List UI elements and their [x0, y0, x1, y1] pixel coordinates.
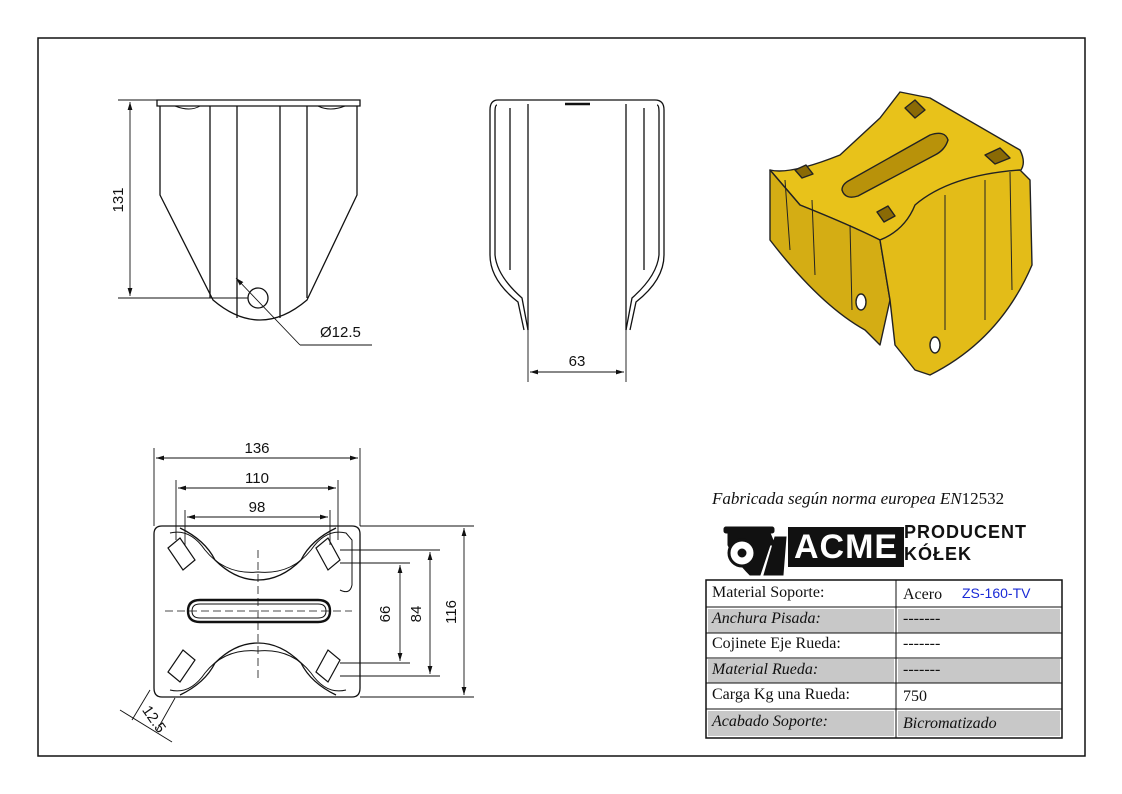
dim-slot-12-5: 12.5 [138, 703, 169, 737]
dim-84: 84 [408, 606, 425, 623]
norm-number: 12532 [961, 489, 1005, 508]
dim-136: 136 [244, 440, 269, 457]
row-label-material-rueda: Material Rueda: [712, 661, 819, 678]
brand-line-1: PRODUCENT [904, 522, 1028, 542]
row-value-cojinete-eje: ------- [903, 635, 941, 652]
row-label-carga-kg: Carga Kg una Rueda: [712, 686, 850, 703]
norm-prefix: Fabricada según norma europea [712, 489, 940, 508]
row-value-material-soporte: Acero [903, 586, 943, 603]
caster-logo-icon [723, 526, 787, 576]
row-value-carga-kg: 750 [903, 688, 927, 705]
brand-line-2: KÓŁEK [904, 544, 972, 564]
brand-logo: ACME [788, 527, 905, 567]
row-value-material-rueda: ------- [903, 661, 941, 678]
dim-width-63: 63 [569, 353, 586, 370]
norm-statement: Fabricada según norma europea EN12532 [712, 489, 1004, 509]
dim-height-131: 131 [110, 187, 127, 212]
norm-en: EN [939, 489, 962, 508]
top-view [119, 448, 474, 743]
title-block [705, 579, 1063, 739]
side-view [118, 99, 372, 346]
dim-110: 110 [245, 470, 269, 487]
row-value-anchura-pisada: ------- [903, 610, 941, 627]
row-label-material-soporte: Material Soporte: [712, 584, 825, 601]
product-code: ZS-160-TV [962, 585, 1031, 601]
dim-66: 66 [377, 606, 394, 623]
row-label-anchura-pisada: Anchura Pisada: [712, 610, 821, 627]
sheet-border [37, 37, 1086, 757]
isometric-part [769, 91, 1033, 376]
row-label-acabado-soporte: Acabado Soporte: [712, 713, 828, 730]
front-view [489, 99, 665, 382]
dim-hole-diameter: Ø12.5 [320, 324, 361, 341]
row-value-acabado-soporte: Bicromatizado [903, 715, 997, 732]
row-label-cojinete-eje: Cojinete Eje Rueda: [712, 635, 841, 652]
dim-116: 116 [443, 600, 460, 624]
dim-98: 98 [249, 499, 266, 516]
